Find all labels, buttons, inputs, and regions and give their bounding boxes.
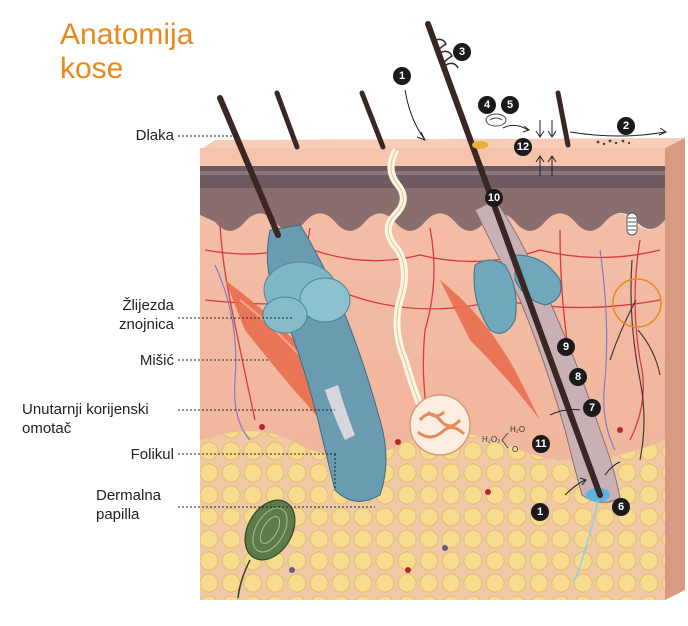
badge-5: 5 — [501, 96, 519, 114]
label-follicle: Folikul — [130, 446, 174, 463]
epidermis — [200, 148, 665, 166]
badge-10: 10 — [485, 189, 503, 207]
svg-text:3: 3 — [459, 46, 465, 58]
svg-text:1: 1 — [537, 506, 543, 518]
badge-6: 6 — [612, 498, 630, 516]
epidermal-band-stripe — [200, 171, 665, 175]
arrector-pili-muscle-right — [440, 280, 540, 420]
surface-particles — [596, 139, 631, 146]
svg-text:4: 4 — [484, 99, 491, 111]
label-dermal-papilla-line-2: papilla — [96, 506, 140, 523]
svg-text:7: 7 — [589, 402, 595, 414]
title-line-2: kose — [60, 52, 124, 85]
badge-2: 2 — [617, 117, 635, 135]
chemical-reaction: H₂O₂ H₂O O — [482, 425, 525, 454]
badge-1-top: 1 — [393, 67, 411, 85]
svg-text:11: 11 — [535, 438, 547, 450]
title-line-1: Anatomija — [60, 18, 194, 51]
badge-9: 9 — [557, 338, 575, 356]
pacinian-corpuscle — [237, 499, 296, 599]
label-inner-root-sheath-line-1: Unutarnji korijenski — [22, 401, 149, 418]
chem-o: O — [512, 445, 518, 454]
label-sweat-gland-line-1: Žlijezda — [122, 297, 174, 314]
sweat-duct-outline — [387, 149, 421, 406]
surface-microbe — [472, 113, 507, 149]
svg-text:2: 2 — [623, 120, 629, 132]
badge-12: 12 — [514, 138, 532, 156]
svg-text:10: 10 — [488, 192, 500, 204]
papilla-vessel — [574, 499, 599, 581]
sebaceous-gland-left — [262, 261, 351, 334]
skin-surface-top — [200, 138, 685, 150]
subcutaneous-fat — [200, 431, 665, 600]
numbered-badges: 1 3 4 5 2 12 10 9 8 7 11 1 6 — [393, 43, 635, 521]
label-sweat-gland-line-2: znojnica — [118, 316, 174, 333]
label-leader-lines — [178, 135, 375, 508]
sweat-gland-coil — [409, 394, 471, 456]
diagram-title: Anatomija kose — [60, 18, 193, 86]
vessel-cross-sections — [259, 424, 623, 573]
dark-epidermal-band — [200, 166, 665, 188]
chem-h2o: H₂O — [510, 425, 525, 434]
badge-3: 3 — [453, 43, 471, 61]
badge-11: 11 — [532, 435, 550, 453]
basal-layer — [200, 188, 665, 231]
chem-h2o2: H₂O₂ — [482, 435, 500, 444]
svg-text:8: 8 — [575, 371, 581, 383]
badge-1-bottom: 1 — [531, 503, 549, 521]
label-sweat-gland: Žlijezda znojnica — [68, 296, 174, 334]
svg-text:12: 12 — [517, 141, 529, 153]
svg-text:9: 9 — [563, 341, 569, 353]
label-dermal-papilla: Dermalna papilla — [96, 486, 161, 524]
label-hair: Dlaka — [135, 127, 174, 144]
svg-text:5: 5 — [507, 99, 513, 111]
label-inner-root-sheath: Unutarnji korijenski omotač — [22, 400, 149, 438]
skin-block-side — [665, 138, 685, 600]
hair-shafts — [217, 21, 603, 498]
badge-4: 4 — [478, 96, 496, 114]
veins — [214, 249, 616, 451]
inner-root-sheath — [325, 385, 355, 440]
highlight-circle — [612, 278, 662, 328]
svg-text:6: 6 — [618, 501, 624, 513]
nerve-ending — [626, 212, 638, 236]
svg-text:1: 1 — [399, 70, 405, 82]
nerve-fibers — [609, 259, 661, 461]
process-arrows — [404, 89, 668, 496]
badge-7: 7 — [583, 399, 601, 417]
label-muscle: Mišić — [139, 352, 174, 369]
hair-coil — [431, 38, 459, 69]
badge-8: 8 — [569, 368, 587, 386]
label-inner-root-sheath-line-2: omotač — [22, 420, 72, 437]
label-dermal-papilla-line-1: Dermalna — [96, 487, 162, 504]
